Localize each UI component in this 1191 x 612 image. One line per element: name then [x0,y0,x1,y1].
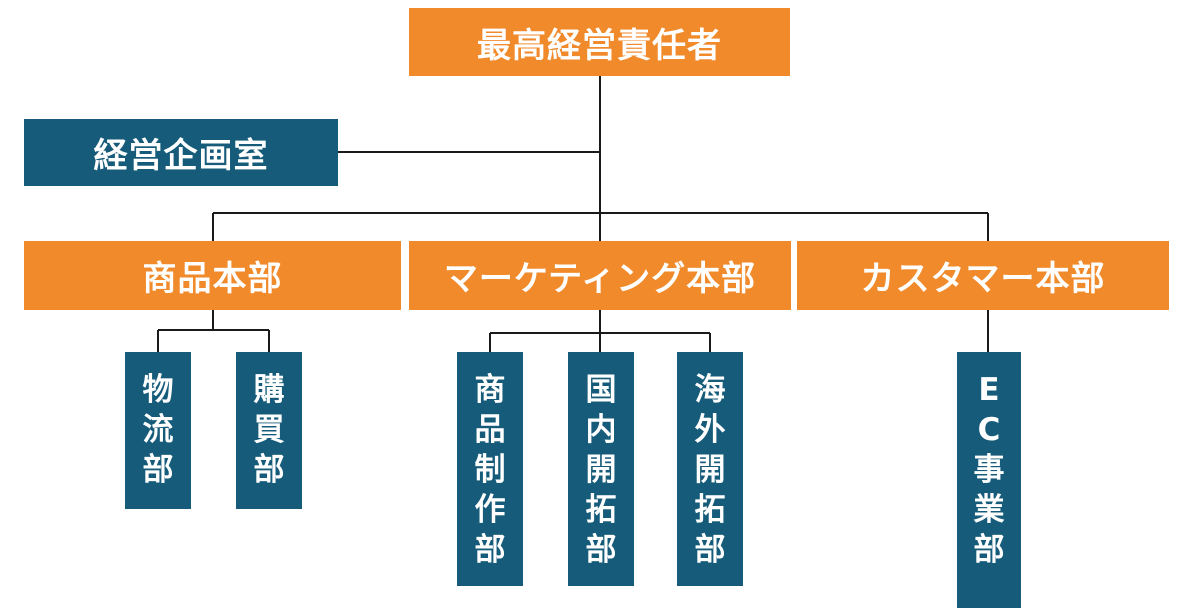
department-label-char: 内 [585,412,617,448]
division-label: マーケティング本部 [443,259,757,299]
department-label-char: 部 [142,452,174,488]
department-label-char: 品 [474,412,506,448]
department-box-product-production: 商品制作部 [457,352,523,586]
department-label-char: 拓 [694,492,726,528]
ceo-label: 最高経営責任者 [477,25,722,66]
department-label-char: 業 [973,492,1005,528]
division-box-customer: カスタマー本部 [797,241,1169,310]
department-label-char: 海 [694,372,726,408]
department-label-char: 部 [694,532,726,568]
department-box-purchasing: 購買部 [236,352,302,509]
department-label-char: 部 [585,532,617,568]
department-label-char: 購 [253,372,285,408]
department-label-char: 作 [474,492,506,528]
division-label: 商品本部 [142,259,283,299]
department-label-char: 制 [474,452,506,488]
planning-office-label: 経営企画室 [93,136,269,176]
department-label-char: E [978,372,1000,408]
department-box-domestic-development: 国内開拓部 [568,352,634,586]
planning-office-box: 経営企画室 [24,119,338,186]
department-box-logistics: 物流部 [125,352,191,509]
department-label-char: 物 [142,372,174,408]
department-label-char: 商 [474,372,506,408]
department-label: 海外開拓部 [695,370,726,570]
department-label-char: 国 [585,372,617,408]
department-label-char: 部 [474,532,506,568]
department-label-char: 外 [694,412,726,448]
department-label-char: 事 [973,452,1005,488]
department-label-char: 買 [253,412,285,448]
department-label-char: 拓 [585,492,617,528]
department-label-char: C [977,412,1001,448]
division-label: カスタマー本部 [860,259,1106,299]
department-label-char: 開 [585,452,617,488]
department-label-char: 開 [694,452,726,488]
department-label-char: 部 [973,532,1005,568]
department-label: 購買部 [254,370,285,490]
department-label: 国内開拓部 [586,370,617,570]
department-label-char: 部 [253,452,285,488]
ceo-box: 最高経営責任者 [409,8,790,76]
department-label-char: 流 [142,412,174,448]
department-label: 物流部 [143,370,174,490]
department-label: 商品制作部 [475,370,506,570]
division-box-product: 商品本部 [24,241,401,310]
division-box-marketing: マーケティング本部 [409,241,791,310]
department-box-overseas-development: 海外開拓部 [677,352,743,586]
